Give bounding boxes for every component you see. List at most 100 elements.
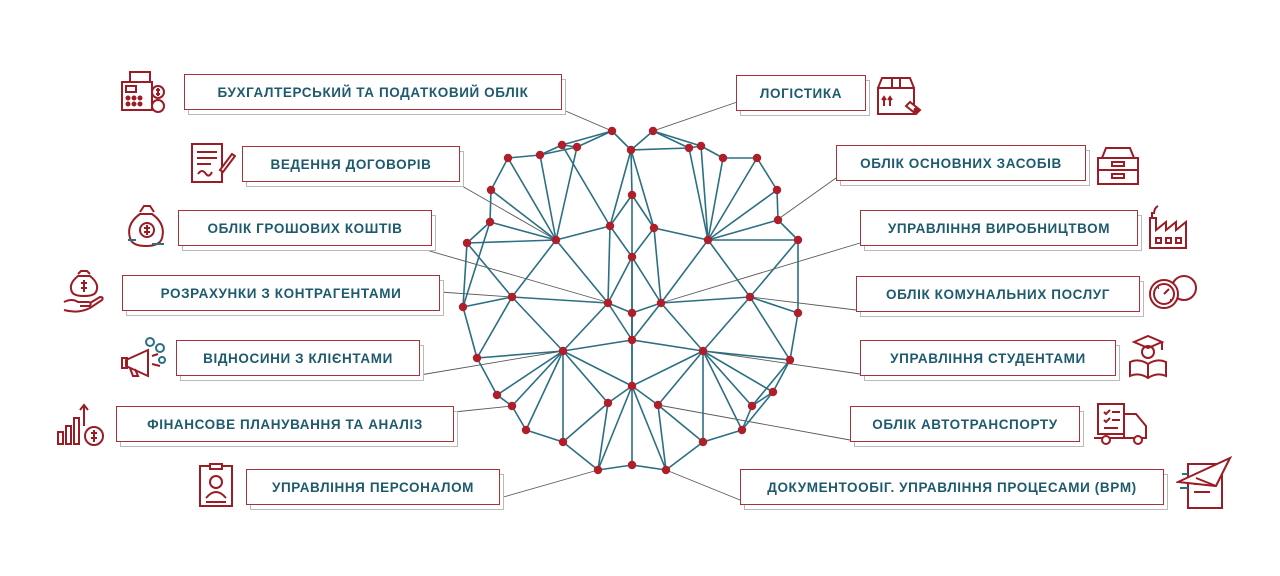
network-node bbox=[472, 353, 482, 363]
label-utilities: ОБЛІК КОМУНАЛЬНИХ ПОСЛУГ bbox=[856, 276, 1140, 312]
network-edge bbox=[631, 464, 667, 471]
network-edge bbox=[707, 189, 778, 241]
network-edge bbox=[657, 404, 667, 471]
label-vehicles: ОБЛІК АВТОТРАНСПОРТУ bbox=[850, 406, 1080, 442]
label-clients: ВІДНОСИНИ З КЛІЄНТАМИ bbox=[176, 340, 420, 376]
network-node bbox=[507, 292, 517, 302]
label-logistics: ЛОГІСТИКА bbox=[736, 75, 866, 111]
network-edge bbox=[707, 239, 751, 298]
network-edge bbox=[631, 385, 659, 406]
network-edge bbox=[702, 350, 743, 431]
network-edge bbox=[660, 239, 709, 304]
network-edge bbox=[462, 296, 513, 308]
network-edge bbox=[525, 429, 564, 443]
network-node bbox=[793, 308, 803, 318]
network-edge bbox=[631, 302, 662, 341]
network-edge bbox=[489, 189, 492, 223]
leader-line bbox=[419, 350, 564, 376]
network-edge bbox=[476, 350, 564, 359]
network-node bbox=[768, 387, 778, 397]
network-node bbox=[458, 302, 468, 312]
delivery-truck-icon bbox=[1092, 400, 1147, 448]
network-edge bbox=[702, 350, 774, 393]
leader-line bbox=[401, 242, 611, 304]
network-edge bbox=[751, 359, 791, 407]
network-edge bbox=[607, 302, 633, 341]
network-node bbox=[572, 142, 582, 152]
network-edge bbox=[756, 157, 778, 191]
network-node bbox=[603, 298, 613, 308]
leader-line bbox=[660, 242, 861, 304]
network-edge bbox=[700, 145, 709, 241]
network-edge bbox=[653, 227, 662, 304]
network-edge bbox=[507, 154, 541, 159]
network-node bbox=[627, 460, 637, 470]
money-bag-icon bbox=[122, 202, 170, 250]
network-edge bbox=[511, 405, 527, 431]
network-edge bbox=[489, 221, 557, 241]
network-edge bbox=[476, 357, 498, 396]
network-edge bbox=[777, 219, 799, 241]
network-node bbox=[718, 153, 728, 163]
contract-signing-icon bbox=[188, 140, 236, 188]
network-edge bbox=[741, 405, 753, 431]
label-personnel: УПРАВЛІННЯ ПЕРСОНАЛОМ bbox=[246, 469, 500, 505]
network-edge bbox=[562, 350, 633, 387]
leader-line bbox=[702, 350, 861, 375]
network-node bbox=[535, 150, 545, 160]
network-node bbox=[703, 235, 713, 245]
id-card-icon bbox=[194, 462, 242, 510]
network-edge bbox=[562, 339, 633, 352]
network-edge bbox=[511, 239, 557, 298]
network-edge bbox=[462, 306, 478, 359]
network-edge bbox=[555, 239, 609, 304]
network-edge bbox=[657, 404, 704, 443]
network-edge bbox=[749, 239, 799, 298]
network-edge bbox=[609, 149, 632, 227]
network-node bbox=[661, 465, 671, 475]
network-node bbox=[593, 465, 603, 475]
network-edge bbox=[561, 130, 613, 146]
leader-line bbox=[454, 181, 557, 241]
network-node bbox=[745, 292, 755, 302]
label-contracts: ВЕДЕННЯ ДОГОВОРІВ bbox=[242, 146, 460, 182]
network-edge bbox=[652, 130, 690, 149]
network-node bbox=[486, 185, 496, 195]
network-edge bbox=[555, 146, 578, 241]
network-edge bbox=[607, 385, 633, 404]
network-edge bbox=[511, 350, 564, 407]
network-node bbox=[747, 401, 757, 411]
network-edge bbox=[561, 144, 611, 227]
network-edge bbox=[631, 227, 655, 258]
network-edge bbox=[751, 391, 774, 407]
network-edge bbox=[772, 359, 791, 393]
network-edge bbox=[607, 225, 611, 304]
network-node bbox=[737, 425, 747, 435]
network-edge bbox=[609, 225, 633, 258]
network-edge bbox=[631, 339, 704, 352]
network-edge bbox=[749, 296, 799, 314]
hand-money-icon bbox=[60, 268, 108, 316]
network-edge bbox=[562, 350, 609, 404]
label-bpm: ДОКУМЕНТООБІГ. УПРАВЛІННЯ ПРОЦЕСАМИ (BPM… bbox=[740, 469, 1164, 505]
network-node bbox=[653, 400, 663, 410]
network-edge bbox=[741, 391, 774, 431]
leader-line bbox=[453, 405, 513, 413]
network-edge bbox=[631, 256, 662, 304]
network-edge bbox=[702, 429, 743, 443]
network-edge bbox=[707, 157, 758, 241]
network-node bbox=[696, 141, 706, 151]
leader-line bbox=[749, 296, 857, 311]
network-edge bbox=[702, 350, 753, 407]
network-node bbox=[503, 153, 513, 163]
network-edge bbox=[702, 296, 751, 352]
network-edge bbox=[631, 302, 662, 314]
network-node bbox=[507, 401, 517, 411]
network-edge bbox=[466, 242, 513, 298]
network-edge bbox=[562, 302, 609, 352]
network-edge bbox=[630, 149, 655, 229]
label-counterparties: РОЗРАХУНКИ З КОНТРАГЕНТАМИ bbox=[122, 275, 440, 311]
network-edge bbox=[749, 296, 791, 361]
